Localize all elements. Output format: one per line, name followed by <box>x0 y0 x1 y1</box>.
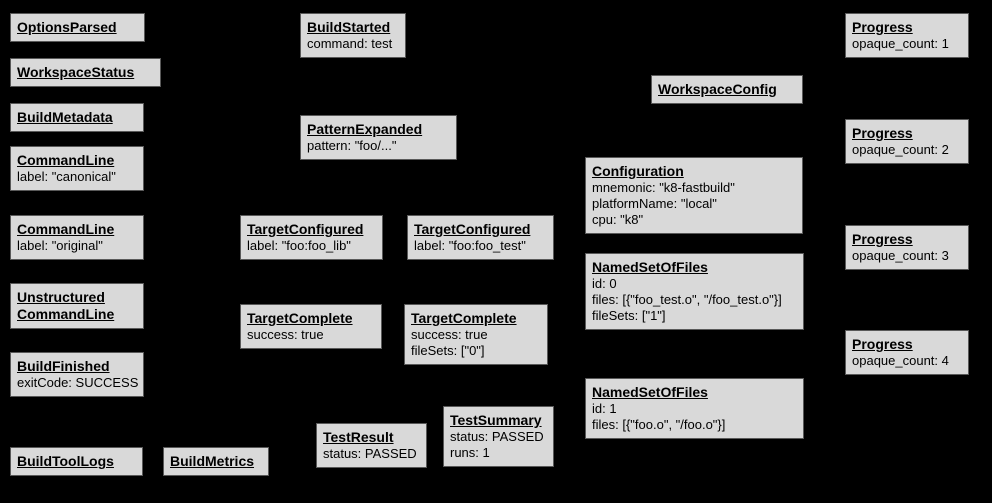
node-title: BuildMetrics <box>170 453 255 469</box>
node-title: TargetConfigured <box>247 221 364 237</box>
node-attribute: command: test <box>307 36 393 51</box>
node-unstructured-command-line: Unstructured CommandLine <box>10 283 144 329</box>
node-configuration: Configuration mnemonic: "k8-fastbuild" p… <box>585 157 803 234</box>
node-workspace-status: WorkspaceStatus <box>10 58 161 87</box>
node-attribute: files: [{"foo.o", "/foo.o"}] <box>592 417 726 432</box>
node-attribute: pattern: "foo/..." <box>307 138 397 153</box>
node-named-set-of-files-0: NamedSetOfFiles id: 0 files: [{"foo_test… <box>585 253 804 330</box>
node-target-complete-foo-test: TargetComplete success: true fileSets: [… <box>404 304 548 365</box>
node-title: Progress <box>852 336 913 352</box>
node-attribute: files: [{"foo_test.o", "/foo_test.o"}] <box>592 292 782 307</box>
node-progress-2: Progress opaque_count: 2 <box>845 119 969 164</box>
node-options-parsed: OptionsParsed <box>10 13 145 42</box>
node-named-set-of-files-1: NamedSetOfFiles id: 1 files: [{"foo.o", … <box>585 378 804 439</box>
node-attribute: label: "canonical" <box>17 169 116 184</box>
node-command-line-original: CommandLine label: "original" <box>10 215 144 260</box>
node-workspace-config: WorkspaceConfig <box>651 75 803 104</box>
node-progress-4: Progress opaque_count: 4 <box>845 330 969 375</box>
node-attribute: status: PASSED <box>323 446 417 461</box>
node-attribute: success: true <box>411 327 488 342</box>
node-title: WorkspaceStatus <box>17 64 135 80</box>
node-pattern-expanded: PatternExpanded pattern: "foo/..." <box>300 115 457 160</box>
node-build-started: BuildStarted command: test <box>300 13 406 58</box>
node-title: Progress <box>852 125 913 141</box>
node-command-line-canonical: CommandLine label: "canonical" <box>10 146 144 191</box>
node-target-complete-foo-lib: TargetComplete success: true <box>240 304 382 349</box>
node-progress-1: Progress opaque_count: 1 <box>845 13 969 58</box>
node-attribute: platformName: "local" <box>592 196 717 211</box>
node-attribute: mnemonic: "k8-fastbuild" <box>592 180 735 195</box>
node-title: NamedSetOfFiles <box>592 259 708 275</box>
node-attribute: label: "foo:foo_test" <box>414 238 526 253</box>
node-attribute: id: 1 <box>592 401 617 416</box>
node-attribute: opaque_count: 3 <box>852 248 949 263</box>
node-title: TargetConfigured <box>414 221 531 237</box>
node-test-summary: TestSummary status: PASSED runs: 1 <box>443 406 554 467</box>
node-attribute: opaque_count: 1 <box>852 36 949 51</box>
node-build-finished: BuildFinished exitCode: SUCCESS <box>10 352 144 397</box>
node-title: OptionsParsed <box>17 19 117 35</box>
node-title: Configuration <box>592 163 684 179</box>
node-title: Unstructured CommandLine <box>17 289 115 322</box>
node-title: TestSummary <box>450 412 542 428</box>
node-progress-3: Progress opaque_count: 3 <box>845 225 969 270</box>
node-attribute: success: true <box>247 327 324 342</box>
node-title: BuildMetadata <box>17 109 113 125</box>
node-attribute: opaque_count: 4 <box>852 353 949 368</box>
node-attribute: label: "foo:foo_lib" <box>247 238 351 253</box>
node-title: TargetComplete <box>411 310 517 326</box>
node-attribute: runs: 1 <box>450 445 490 460</box>
node-title: BuildToolLogs <box>17 453 114 469</box>
node-title: PatternExpanded <box>307 121 423 137</box>
node-test-result: TestResult status: PASSED <box>316 423 427 468</box>
node-title: CommandLine <box>17 152 115 168</box>
node-title: Progress <box>852 19 913 35</box>
node-build-tool-logs: BuildToolLogs <box>10 447 143 476</box>
node-attribute: opaque_count: 2 <box>852 142 949 157</box>
node-title: BuildFinished <box>17 358 110 374</box>
node-title: Progress <box>852 231 913 247</box>
node-attribute: status: PASSED <box>450 429 544 444</box>
node-title: WorkspaceConfig <box>658 81 777 97</box>
node-attribute: exitCode: SUCCESS <box>17 375 139 390</box>
node-attribute: cpu: "k8" <box>592 212 644 227</box>
node-target-configured-foo-test: TargetConfigured label: "foo:foo_test" <box>407 215 554 260</box>
node-title: BuildStarted <box>307 19 391 35</box>
node-title: TestResult <box>323 429 394 445</box>
node-attribute: id: 0 <box>592 276 617 291</box>
node-attribute: fileSets: ["0"] <box>411 343 485 358</box>
node-build-metadata: BuildMetadata <box>10 103 144 132</box>
node-title: CommandLine <box>17 221 115 237</box>
node-title: NamedSetOfFiles <box>592 384 708 400</box>
node-build-metrics: BuildMetrics <box>163 447 269 476</box>
node-title: TargetComplete <box>247 310 353 326</box>
node-attribute: fileSets: ["1"] <box>592 308 666 323</box>
node-attribute: label: "original" <box>17 238 103 253</box>
node-target-configured-foo-lib: TargetConfigured label: "foo:foo_lib" <box>240 215 383 260</box>
